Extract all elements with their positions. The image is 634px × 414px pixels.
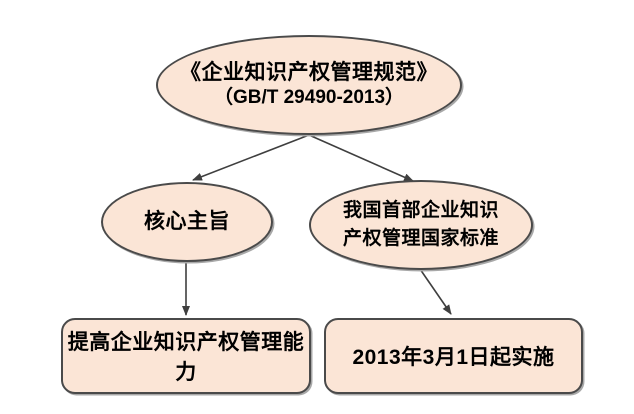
standard-title-text: 《企业知识产权管理规范》 [180,61,438,84]
edge-root-to-core [192,134,310,181]
core-theme-text: 核心主旨 [144,209,230,233]
node-first-national-standard: 我国首部企业知识 产权管理国家标准 [309,180,533,270]
improve-capability-text: 提高企业知识产权管理能力 [67,331,305,384]
edge-root-to-first-standard [308,134,414,182]
node-standard-title: 《企业知识产权管理规范》 （GB/T 29490-2013） [156,35,462,135]
node-effective-date: 2013年3月1日起实施 [324,318,583,394]
effective-date-text: 2013年3月1日起实施 [352,346,555,369]
first-standard-line1: 我国首部企业知识 [342,200,499,222]
standard-number-text: （GB/T 29490-2013） [213,87,405,109]
edge-first-standard-to-effective-date [419,268,452,315]
first-standard-line2: 产权管理国家标准 [342,228,499,249]
node-improve-capability: 提高企业知识产权管理能力 [61,318,311,394]
node-core-theme: 核心主旨 [101,182,273,262]
